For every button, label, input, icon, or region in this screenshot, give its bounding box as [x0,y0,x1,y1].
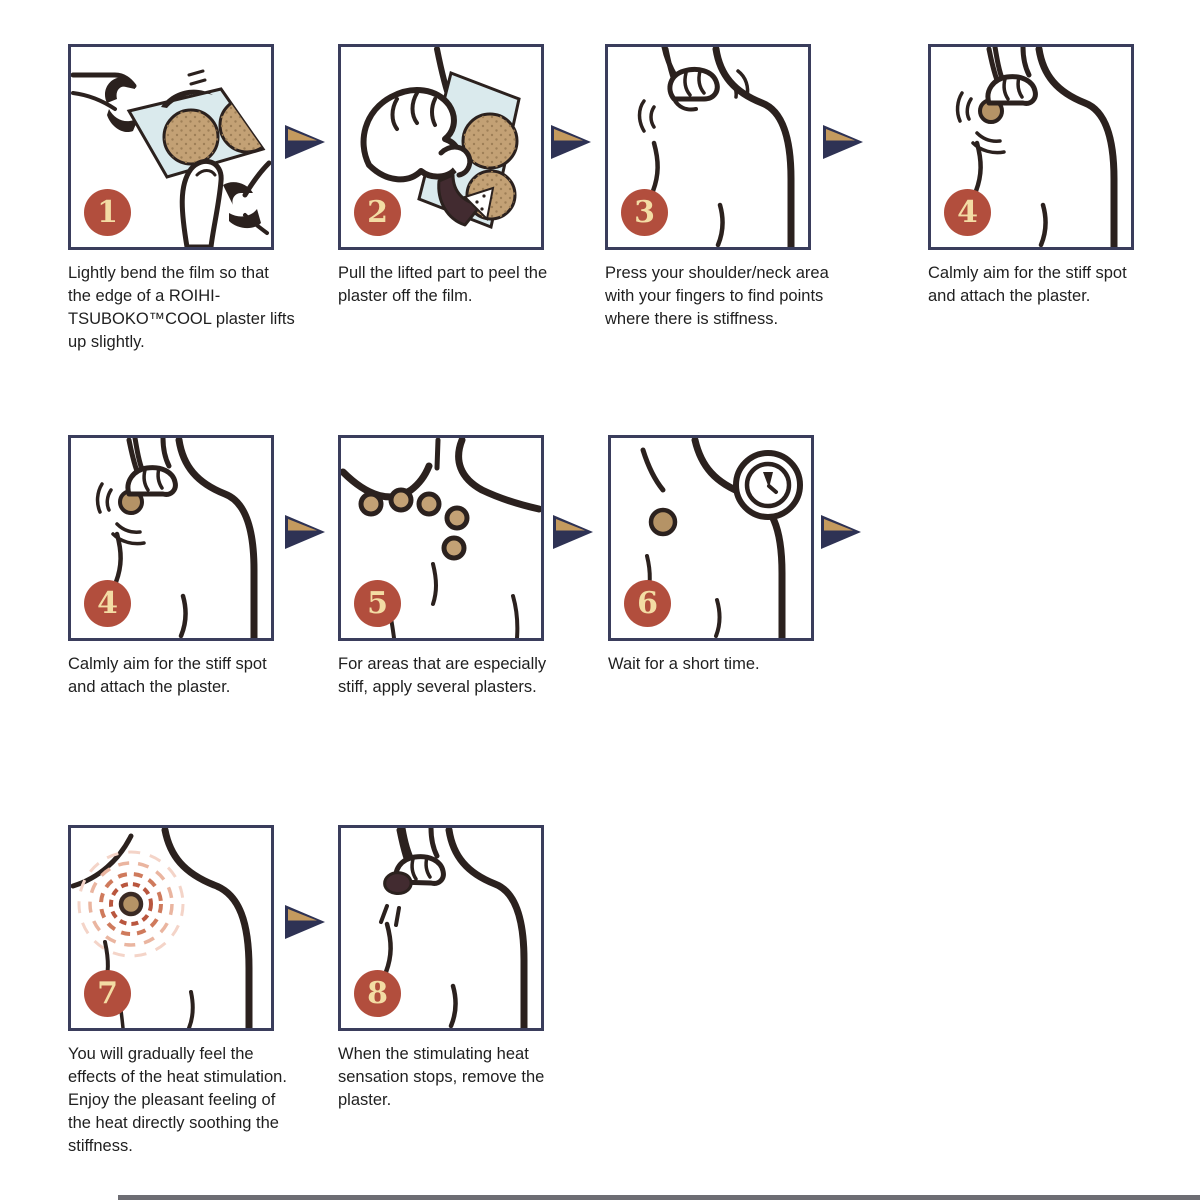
step-panel: 4 [68,435,274,641]
step-number-badge: 7 [84,970,131,1017]
next-step-arrow [822,124,864,160]
step-illustration [71,47,271,247]
step-number: 1 [97,194,118,230]
step-panel: 8 [338,825,544,1031]
next-step-arrow-icon [823,125,863,159]
step-number-badge: 6 [624,580,671,627]
step-caption: Wait for a short time. [608,655,760,673]
next-step-arrow [284,124,326,160]
step-caption: You will gradually feel the effects of t… [68,1045,287,1155]
next-step-arrow-icon [553,515,593,549]
heat-waves-icon [77,850,185,958]
step-illustration [931,47,1131,247]
step-illustration [608,47,808,247]
step-number-badge: 1 [84,189,131,236]
step-number-badge: 5 [354,580,401,627]
next-step-arrow-icon [285,125,325,159]
step-caption: When the stimulating heat sensation stop… [338,1045,545,1109]
step-panel: 7 [68,825,274,1031]
next-step-arrow [552,514,594,550]
next-step-arrow [284,904,326,940]
step-panel: 4 [928,44,1134,250]
step-panel: 1 [68,44,274,250]
step-caption: Pull the lifted part to peel the plaster… [338,264,548,305]
step-illustration [341,828,541,1028]
next-step-arrow-icon [285,905,325,939]
step-number: 5 [367,585,388,621]
step-illustration [341,47,541,247]
step-illustration [71,828,271,1028]
next-step-arrow [550,124,592,160]
next-step-arrow [284,514,326,550]
step-number: 4 [957,194,978,230]
step-number-badge: 2 [354,189,401,236]
step-number: 7 [97,975,118,1011]
step-number: 2 [367,194,388,230]
step-panel: 3 [605,44,811,250]
step-caption: Calmly aim for the stiff spot and attach… [928,264,1127,305]
step-illustration [71,438,271,638]
step-number-badge: 3 [621,189,668,236]
step-number-badge: 8 [354,970,401,1017]
next-step-arrow-icon [821,515,861,549]
page-edge-shadow [118,1195,1200,1200]
step-panel: 6 [608,435,814,641]
step-number-badge: 4 [944,189,991,236]
step-number-badge: 4 [84,580,131,627]
step-caption: Lightly bend the film so that the edge o… [68,264,295,351]
clock-icon [733,450,803,520]
step-number: 3 [634,194,655,230]
step-caption: For areas that are especially stiff, app… [338,655,547,696]
next-step-arrow [820,514,862,550]
step-panel: 5 [338,435,544,641]
step-number: 4 [97,585,118,621]
step-number: 8 [367,975,388,1011]
step-panel: 2 [338,44,544,250]
step-caption: Calmly aim for the stiff spot and attach… [68,655,267,696]
next-step-arrow-icon [285,515,325,549]
next-step-arrow-icon [551,125,591,159]
step-caption: Press your shoulder/neck area with your … [605,264,829,328]
step-number: 6 [637,585,658,621]
step-illustration [611,438,811,638]
